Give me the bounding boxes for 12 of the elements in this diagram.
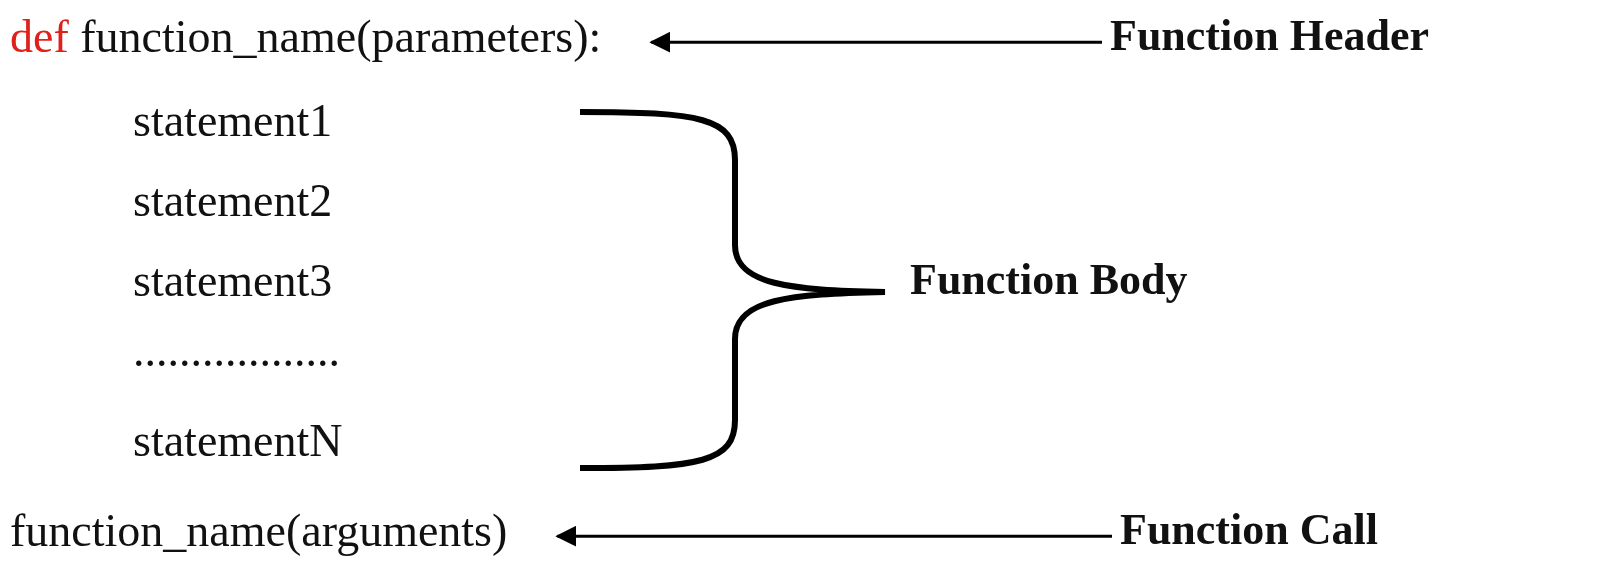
code-line: statement1 [133,96,333,147]
annotation-label: Function Call [1120,506,1378,555]
ellipsis: .................. [133,326,340,377]
arrow [649,31,1102,53]
code-line: function_name(arguments) [10,506,508,557]
annotation-label: Function Header [1110,12,1429,61]
annotation-label: Function Body [910,256,1188,305]
arrow [555,525,1112,547]
code-line: statement3 [133,256,333,307]
code-line: def function_name(parameters): [10,12,602,63]
code-line: statementN [133,416,343,467]
code-line: statement2 [133,176,333,227]
